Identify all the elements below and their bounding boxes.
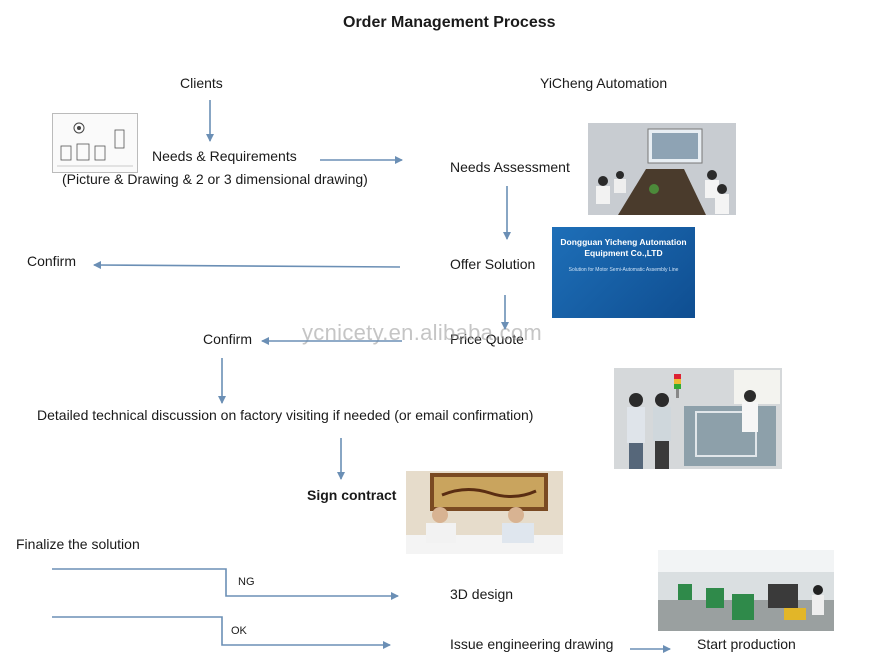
- page-title: Order Management Process: [343, 14, 556, 31]
- sign-contract-label: Sign contract: [307, 487, 397, 503]
- ng-label: NG: [238, 576, 255, 588]
- needs-requirements-label: Needs & Requirements: [152, 148, 297, 164]
- arrow-offer-to-confirm: [93, 261, 401, 270]
- issue-drawing-label: Issue engineering drawing: [450, 636, 614, 652]
- price-quote-label: Price Quote: [450, 331, 524, 347]
- meeting-room-photo: [588, 123, 736, 215]
- clients-label: Clients: [180, 75, 223, 91]
- finalize-solution-label: Finalize the solution: [16, 536, 140, 552]
- confirm-mid-label: Confirm: [203, 331, 253, 347]
- drawing-sketch-image: [52, 113, 138, 173]
- ok-label: OK: [231, 625, 247, 637]
- yicheng-label: YiCheng Automation: [540, 75, 668, 91]
- factory-visit-photo: [614, 368, 782, 469]
- offer-solution-label: Offer Solution: [450, 256, 536, 272]
- slide-subtitle: Solution for Motor Semi-Automatic Assemb…: [568, 267, 679, 273]
- arrow-ok-to-drawing: [52, 616, 391, 649]
- production-floor-photo: [658, 550, 834, 631]
- 3d-design-label: 3D design: [450, 586, 514, 602]
- arrow-ng-to-3d: [52, 568, 399, 600]
- slide-title-line2: Equipment Co.,LTD: [584, 248, 663, 258]
- start-production-label: Start production: [697, 636, 796, 652]
- confirm-top-label: Confirm: [27, 253, 77, 269]
- needs-requirements-detail: (Picture & Drawing & 2 or 3 dimensional …: [62, 171, 368, 187]
- slide-title-line1: Dongguan Yicheng Automation: [560, 237, 687, 247]
- contract-signing-photo: [406, 471, 563, 554]
- needs-assessment-label: Needs Assessment: [450, 159, 570, 175]
- company-slide-image: Dongguan Yicheng Automation Equipment Co…: [552, 227, 695, 318]
- tech-discussion-label: Detailed technical discussion on factory…: [37, 407, 534, 423]
